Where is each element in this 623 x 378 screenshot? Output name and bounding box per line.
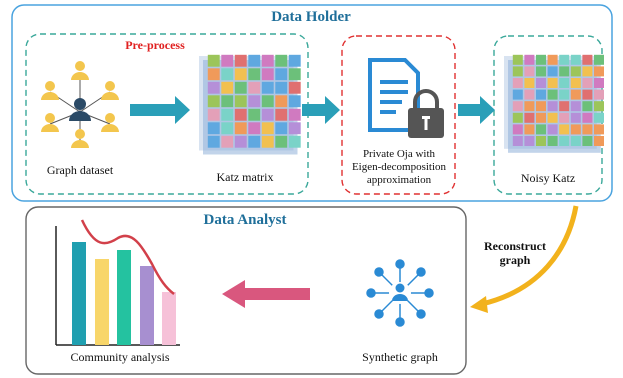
person-icon [41,61,119,148]
community-analysis-label: Community analysis [70,350,170,364]
noisy-katz-label: Noisy Katz [520,171,576,185]
data-holder-panel [11,4,613,202]
private-oja-label-line1: Private Oja with [362,148,436,160]
graph-dataset-icon [41,61,119,148]
private-oja-label-line2: Eigen-decomposition [351,161,447,173]
private-oja-label-line3: approximation [366,174,432,186]
katz-matrix-label: Katz matrix [216,170,274,184]
graph-dataset-label: Graph dataset [46,163,114,177]
reconstruct-arrowhead [470,296,488,313]
synthetic-graph-label: Synthetic graph [362,350,438,364]
synthetic-graph-icon [366,259,434,327]
reconstruct-label-line2: graph [499,253,531,267]
reconstruct-arrow [481,205,579,307]
private-oja-box [341,35,456,195]
arrow-to-community [222,280,310,308]
data-analyst-panel [25,206,467,375]
central-person-icon [69,98,91,121]
data-analyst-title: Data Analyst [203,212,287,228]
noisy-katz-box [493,35,603,195]
preprocess-label: Pre-process [125,38,185,52]
lock-icon [408,89,444,138]
katz-matrix-icon [199,54,301,155]
data-holder-title: Data Holder [271,9,351,25]
arrow-to-noisy-katz [458,96,495,124]
arrow-to-private-oja [302,96,340,124]
reconstruct-label-line1: Reconstruct [484,239,546,253]
noisy-katz-icon [504,54,604,153]
arrow-to-katz [130,96,190,124]
bar-chart-icon [55,219,180,346]
document-icon [368,58,420,132]
